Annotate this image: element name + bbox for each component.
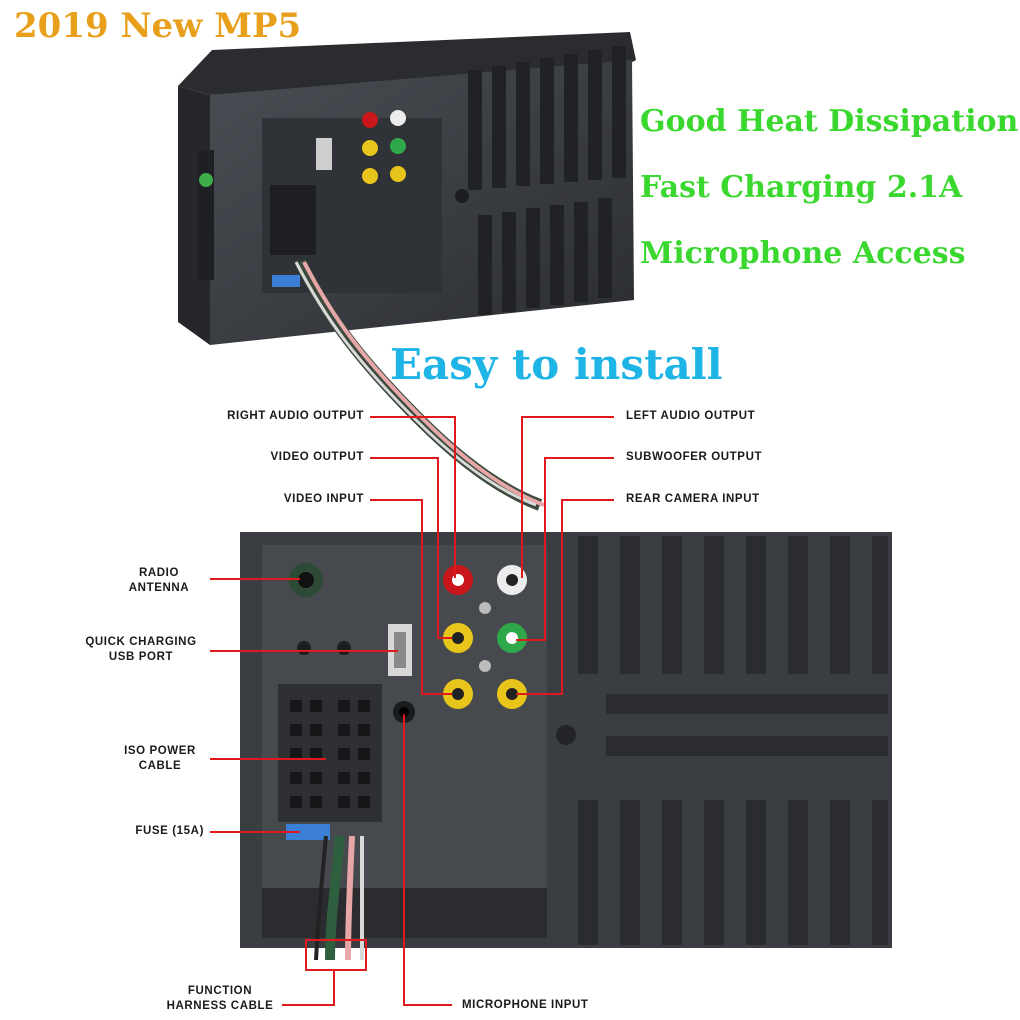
unit-perspective-view (178, 32, 636, 511)
label-microphone-input: MICROPHONE INPUT (462, 999, 589, 1011)
rca-jacks (443, 565, 527, 709)
label-function-harness-cable: FUNCTION HARNESS CABLE (166, 985, 274, 1012)
label-iso-power-cable: ISO POWER CABLE (124, 745, 196, 772)
fuse (286, 824, 330, 840)
feature-heat-dissipation: Good Heat Dissipation (640, 104, 1019, 139)
leader-lines (210, 416, 614, 1006)
label-right-audio-output: RIGHT AUDIO OUTPUT (227, 410, 364, 422)
title: 2019 New MP5 (14, 6, 302, 46)
feature-microphone-access: Microphone Access (640, 236, 966, 271)
label-left-audio-output: LEFT AUDIO OUTPUT (626, 410, 756, 422)
label-rear-camera-input: REAR CAMERA INPUT (626, 493, 760, 505)
install-headline: Easy to install (390, 340, 723, 389)
label-video-input: VIDEO INPUT (283, 493, 364, 505)
label-subwoofer-output: SUBWOOFER OUTPUT (626, 451, 763, 463)
label-fuse: FUSE (15A) (135, 825, 204, 837)
label-radio-antenna: RADIO ANTENNA (128, 567, 190, 594)
unit-rear-view (240, 532, 892, 961)
label-video-output: VIDEO OUTPUT (270, 451, 364, 463)
label-usb-port: QUICK CHARGING USB PORT (85, 636, 197, 663)
feature-fast-charging: Fast Charging 2.1A (640, 170, 963, 205)
green-sticker-icon (199, 173, 213, 187)
